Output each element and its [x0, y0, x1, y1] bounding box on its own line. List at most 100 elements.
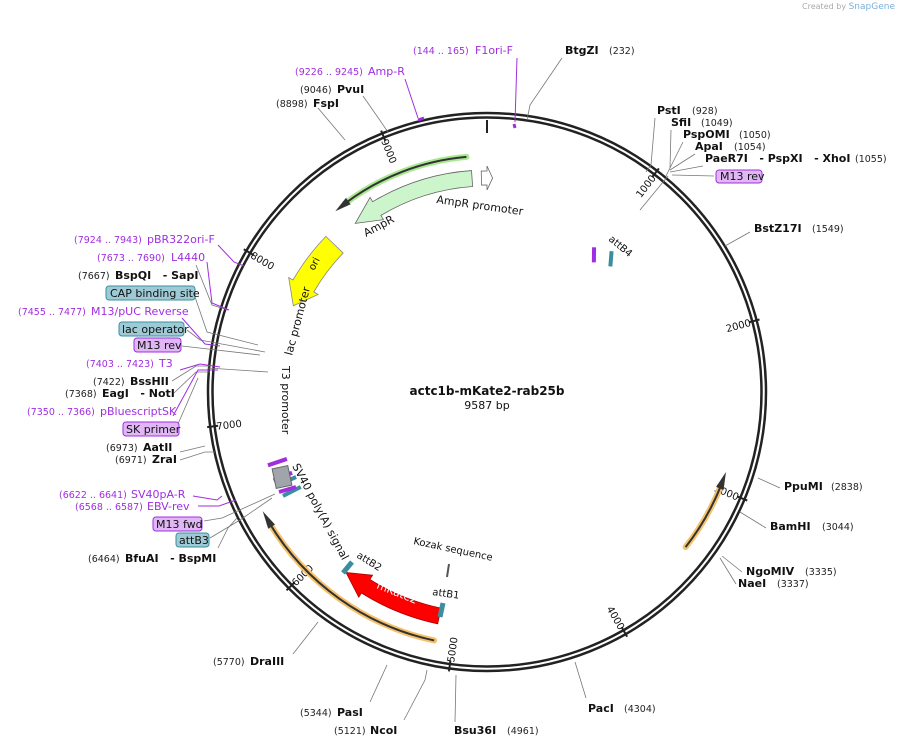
- primer-name[interactable]: F1ori-F: [475, 44, 513, 57]
- enzyme-site[interactable]: PspOMI(1050): [683, 128, 771, 141]
- enzyme-name[interactable]: ZraI: [152, 453, 177, 466]
- enzyme-name[interactable]: DraIII: [250, 655, 284, 668]
- primer-range: (7350 .. 7366): [27, 407, 95, 418]
- enzyme-position: (4304): [624, 704, 656, 715]
- enzyme-site[interactable]: (5121)NcoI: [334, 724, 397, 737]
- feature-box[interactable]: attB3: [175, 532, 210, 548]
- primer[interactable]: (6622 .. 6641) SV40pA-R: [59, 488, 186, 501]
- enzyme-name[interactable]: NcoI: [370, 724, 397, 737]
- primer-name[interactable]: L4440: [171, 251, 205, 264]
- enzyme-name[interactable]: BtgZI: [565, 44, 599, 57]
- feature-box-label[interactable]: attB3: [179, 534, 209, 547]
- primer-range: (6622 .. 6641): [59, 490, 127, 501]
- primer[interactable]: (7403 .. 7423)T3: [86, 357, 173, 370]
- enzyme-site[interactable]: Bsu36I(4961): [454, 724, 539, 737]
- enzyme-name[interactable]: NgoMIV: [746, 565, 795, 578]
- enzyme-name[interactable]: PvuI: [337, 83, 364, 96]
- enzyme-name[interactable]: BfuAI - BspMI: [125, 552, 216, 565]
- feature-box-label[interactable]: lac operator: [122, 323, 189, 336]
- enzyme-name[interactable]: PasI: [337, 706, 363, 719]
- enzyme-site[interactable]: PaeR7I - PspXI - XhoI (1055): [705, 152, 887, 165]
- tick-mark: [243, 248, 254, 256]
- feature-box[interactable]: M13 rev: [715, 169, 765, 184]
- enzyme-name[interactable]: BspQI - SapI: [115, 269, 198, 282]
- enzyme-name[interactable]: Bsu36I: [454, 724, 496, 737]
- enzyme-name[interactable]: NaeI: [738, 577, 766, 590]
- enzyme-site[interactable]: (6973)AatII: [106, 441, 172, 454]
- enzyme-name[interactable]: BssHII: [130, 375, 169, 388]
- primer-name[interactable]: EBV-rev: [147, 500, 190, 513]
- orf-line-right-glow: [682, 481, 725, 551]
- primer[interactable]: (6568 .. 6587) EBV-rev: [75, 500, 190, 513]
- feature-box-label[interactable]: SK primer: [126, 423, 181, 436]
- enzyme-name[interactable]: EagI - NotI: [102, 387, 175, 400]
- tick-mark: [620, 626, 628, 638]
- backbone-inner: [211, 116, 763, 668]
- lac-region-feature: [267, 457, 288, 468]
- ampr-orf-line: [344, 155, 467, 205]
- primer-name[interactable]: Amp-R: [368, 65, 405, 78]
- t3-promoter-label: T3 promoter: [279, 365, 292, 435]
- feature-box-label[interactable]: CAP binding site: [110, 287, 200, 300]
- enzyme-position: (5770): [213, 657, 245, 668]
- feature-box-label[interactable]: M13 fwd: [156, 518, 203, 531]
- tick-mark: [651, 167, 660, 178]
- feature-box[interactable]: M13 fwd: [152, 516, 203, 532]
- feature-box[interactable]: lac operator: [118, 321, 189, 337]
- primer-range: (144 .. 165): [413, 46, 469, 57]
- primer[interactable]: (7455 .. 7477)M13/pUC Reverse: [18, 305, 189, 318]
- feature-box[interactable]: M13 rev: [133, 337, 182, 353]
- enzyme-site[interactable]: BamHI(3044): [770, 520, 854, 533]
- primer-name[interactable]: pBR322ori-F: [147, 233, 215, 246]
- enzyme-name[interactable]: ApaI: [695, 140, 723, 153]
- enzyme-site[interactable]: (7368)EagI - NotI: [65, 387, 175, 400]
- enzyme-position: (5344): [300, 708, 332, 719]
- enzyme-site[interactable]: ApaI(1054): [695, 140, 766, 153]
- enzyme-site[interactable]: (7667)BspQI - SapI: [78, 269, 198, 282]
- enzyme-name[interactable]: BstZ17I: [754, 222, 802, 235]
- feature-box-label[interactable]: M13 rev: [720, 170, 765, 183]
- primer[interactable]: (7350 .. 7366) pBluescriptSK: [27, 405, 177, 418]
- enzyme-name[interactable]: PpuMI: [784, 480, 823, 493]
- tick-mark: [736, 495, 748, 502]
- primer[interactable]: (144 .. 165) F1ori-F: [413, 44, 513, 57]
- feature-box[interactable]: SK primer: [122, 421, 181, 437]
- primer-name[interactable]: T3: [158, 357, 173, 370]
- enzyme-position: (1055): [855, 154, 887, 165]
- enzyme-site[interactable]: (8898)FspI: [276, 97, 339, 110]
- primer-name[interactable]: pBluescriptSK: [100, 405, 177, 418]
- enzyme-site[interactable]: PpuMI(2838): [784, 480, 863, 493]
- enzyme-site[interactable]: SfiI(1049): [671, 116, 733, 129]
- enzyme-name[interactable]: FspI: [313, 97, 339, 110]
- primer-range: (6568 .. 6587): [75, 502, 143, 513]
- enzyme-site[interactable]: BtgZI(232): [565, 44, 635, 57]
- credit-prefix: Created by: [802, 2, 847, 11]
- enzyme-site[interactable]: (5344) PasI: [300, 706, 363, 719]
- enzyme-site[interactable]: (6464)BfuAI - BspMI: [88, 552, 216, 565]
- enzyme-name[interactable]: PstI: [657, 104, 681, 117]
- enzyme-name[interactable]: AatII: [143, 441, 172, 454]
- enzyme-site[interactable]: NaeI(3337): [738, 577, 809, 590]
- enzyme-name[interactable]: BamHI: [770, 520, 811, 533]
- enzyme-site[interactable]: (9046)PvuI: [300, 83, 364, 96]
- enzyme-name[interactable]: PacI: [588, 702, 614, 715]
- enzyme-site[interactable]: PacI (4304): [588, 702, 656, 715]
- primer[interactable]: (9226 .. 9245)Amp-R: [295, 65, 405, 78]
- primer-name[interactable]: SV40pA-R: [131, 488, 186, 501]
- enzyme-site[interactable]: (7422)BssHII: [93, 375, 169, 388]
- enzyme-site[interactable]: PstI(928): [657, 104, 718, 117]
- enzyme-site[interactable]: NgoMIV(3335): [746, 565, 837, 578]
- enzyme-name[interactable]: PaeR7I - PspXI - XhoI: [705, 152, 850, 165]
- enzyme-site[interactable]: (5770) DraIII: [213, 655, 284, 668]
- tick-mark: [447, 660, 452, 672]
- enzyme-name[interactable]: PspOMI: [683, 128, 730, 141]
- enzyme-name[interactable]: SfiI: [671, 116, 691, 129]
- primer[interactable]: (7673 .. 7690)L4440: [97, 251, 205, 264]
- enzyme-site[interactable]: (6971)ZraI: [115, 453, 177, 466]
- enzyme-site[interactable]: BstZ17I(1549): [754, 222, 844, 235]
- feature-box-label[interactable]: M13 rev: [137, 339, 182, 352]
- tick-mark: [207, 424, 219, 429]
- primer-name[interactable]: M13/pUC Reverse: [91, 305, 189, 318]
- primer[interactable]: (7924 .. 7943)pBR322ori-F: [74, 233, 215, 246]
- feature-box[interactable]: CAP binding site: [105, 285, 200, 301]
